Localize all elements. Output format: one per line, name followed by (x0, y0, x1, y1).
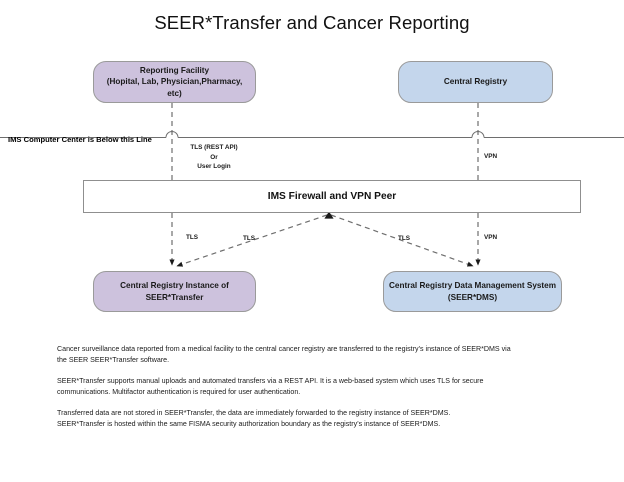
edge-label-tls-left-diagonal: TLS (243, 235, 256, 242)
description-text-block: Cancer surveillance data reported from a… (57, 344, 517, 431)
node-seer-transfer-instance-label: Central Registry Instance of SEER*Transf… (120, 281, 229, 302)
edge-label-vpn-bottom: VPN (484, 234, 498, 241)
boundary-line-label: IMS Computer Center is Below this Line (8, 135, 152, 144)
edge-label-vpn-top: VPN (484, 153, 498, 160)
node-central-registry-label: Central Registry (443, 77, 508, 87)
node-seer-transfer-instance[interactable]: Central Registry Instance of SEER*Transf… (93, 271, 256, 312)
node-reporting-facility-label: Reporting Facility (Hopital, Lab, Physic… (106, 66, 243, 98)
description-paragraph-3: Transferred data are not stored in SEER*… (57, 408, 451, 429)
edge-label-tls-right-diagonal: TLS (398, 235, 411, 242)
node-reporting-facility[interactable]: Reporting Facility (Hopital, Lab, Physic… (93, 61, 256, 103)
node-ims-firewall-label: IMS Firewall and VPN Peer (267, 191, 397, 202)
page-title: SEER*Transfer and Cancer Reporting (154, 12, 470, 33)
description-paragraph-1: Cancer surveillance data reported from a… (57, 345, 511, 365)
description-paragraph-2: SEER*Transfer supports manual uploads an… (57, 376, 484, 397)
node-ims-firewall[interactable]: IMS Firewall and VPN Peer (83, 180, 581, 213)
edge-label-tls-vertical: TLS (186, 234, 199, 241)
node-seer-dms[interactable]: Central Registry Data Management System … (383, 271, 562, 312)
node-seer-dms-label: Central Registry Data Management System … (389, 281, 556, 302)
edge-label-tls-rest-api: TLS (REST API) Or User Login (190, 144, 238, 171)
node-central-registry[interactable]: Central Registry (398, 61, 553, 103)
